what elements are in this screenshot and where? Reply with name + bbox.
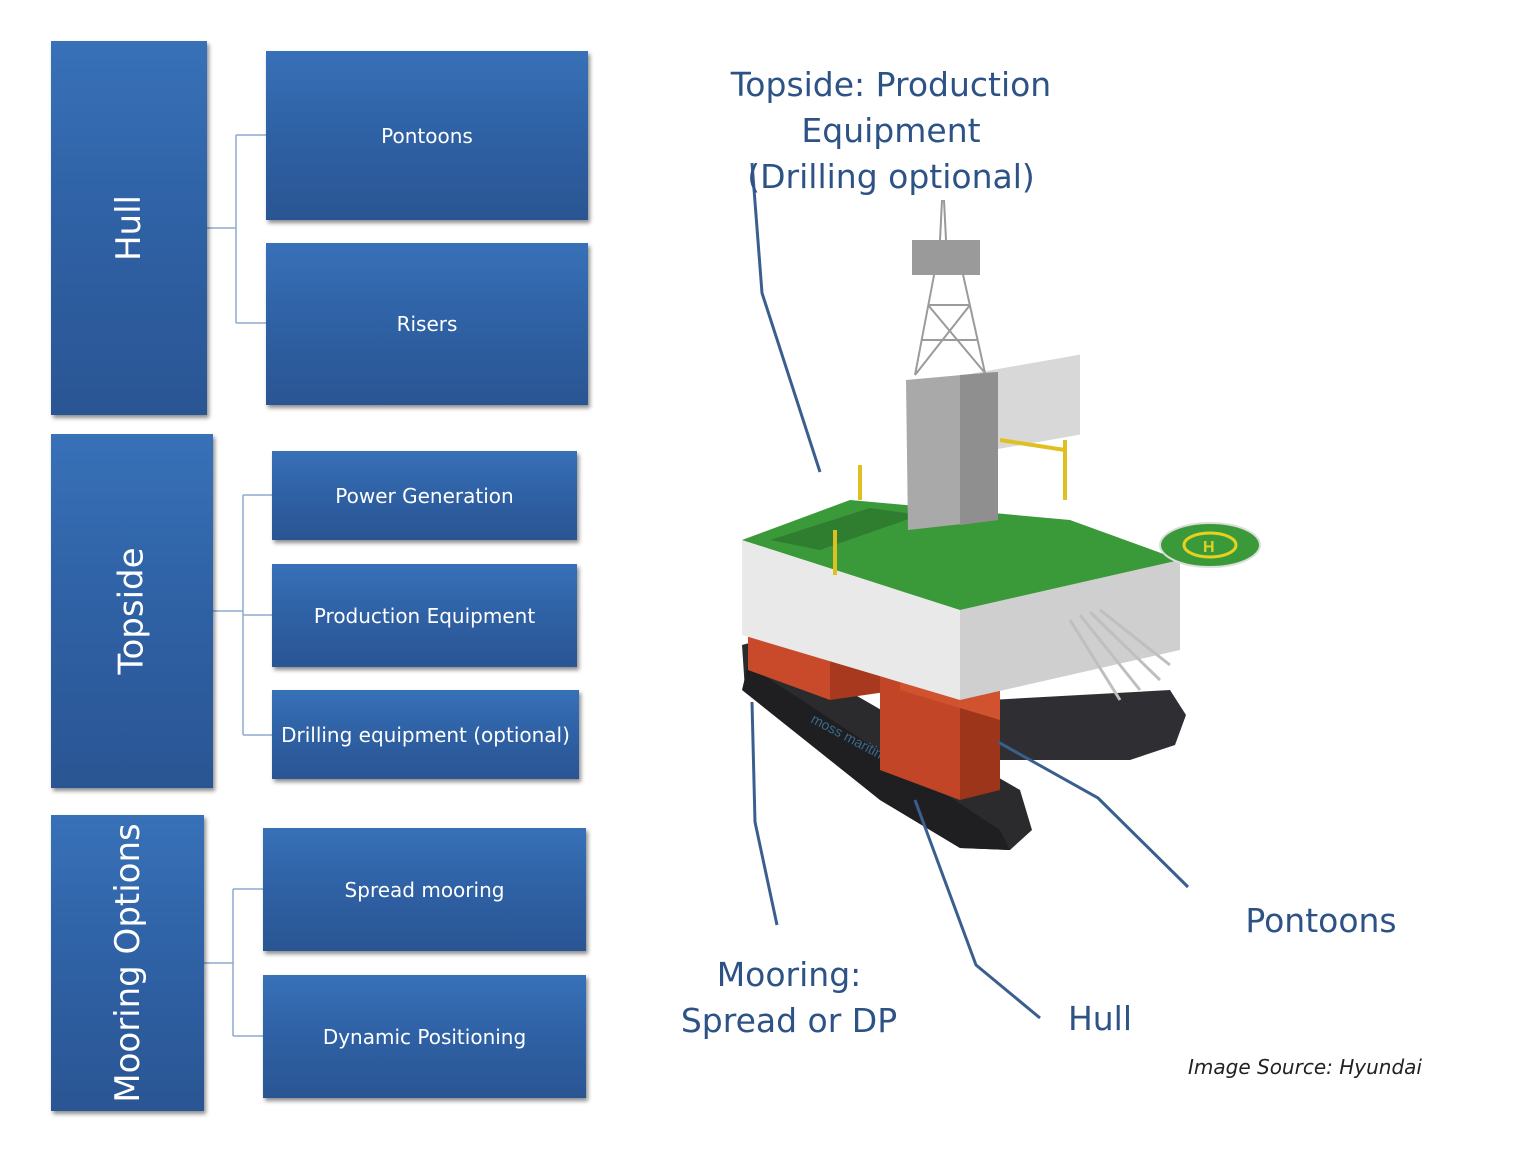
item-label: Drilling equipment (optional)	[281, 722, 570, 747]
group-hull: Hull	[51, 41, 207, 415]
callout-mooring-line1: Mooring:	[716, 955, 862, 994]
callout-topside-line2: (Drilling optional)	[747, 157, 1035, 196]
item-label: Production Equipment	[313, 603, 536, 628]
callout-hull-text: Hull	[1067, 999, 1133, 1038]
item-label: Risers	[396, 312, 458, 336]
callout-topside-line1: Topside: Production Equipment	[730, 65, 1052, 150]
rig-riser-fan	[1068, 608, 1171, 701]
callout-hull: Hull	[1050, 996, 1150, 1042]
callout-pontoons: Pontoons	[1240, 898, 1402, 944]
group-topside: Topside	[51, 434, 213, 788]
item-pontoons: Pontoons	[266, 51, 588, 220]
group-mooring-options: Mooring Options	[51, 815, 204, 1111]
item-spread-mooring: Spread mooring	[263, 828, 586, 951]
callout-topside: Topside: Production Equipment (Drilling …	[640, 62, 1142, 200]
item-production-equipment: Production Equipment	[272, 564, 577, 667]
item-dynamic-positioning: Dynamic Positioning	[263, 975, 586, 1098]
rig-helipad: H	[1159, 522, 1261, 568]
item-label: Pontoons	[381, 123, 473, 148]
helipad-letter: H	[1203, 539, 1215, 556]
rig-deck	[742, 354, 1180, 700]
item-drilling-equipment: Drilling equipment (optional)	[272, 690, 579, 779]
item-power-generation: Power Generation	[272, 451, 577, 540]
rig-cranes	[833, 438, 1067, 575]
item-risers: Risers	[266, 243, 588, 405]
item-label: Spread mooring	[344, 877, 505, 902]
rig-derrick	[906, 199, 998, 530]
callout-pontoons-text: Pontoons	[1245, 901, 1397, 940]
item-label: Power Generation	[335, 483, 514, 508]
image-source-caption: Image Source: Hyundai	[1188, 1055, 1422, 1079]
item-label: Dynamic Positioning	[322, 1024, 527, 1049]
callout-mooring: Mooring: Spread or DP	[664, 952, 914, 1044]
leader-lines	[750, 162, 1190, 1020]
callout-mooring-line2: Spread or DP	[680, 1001, 898, 1040]
